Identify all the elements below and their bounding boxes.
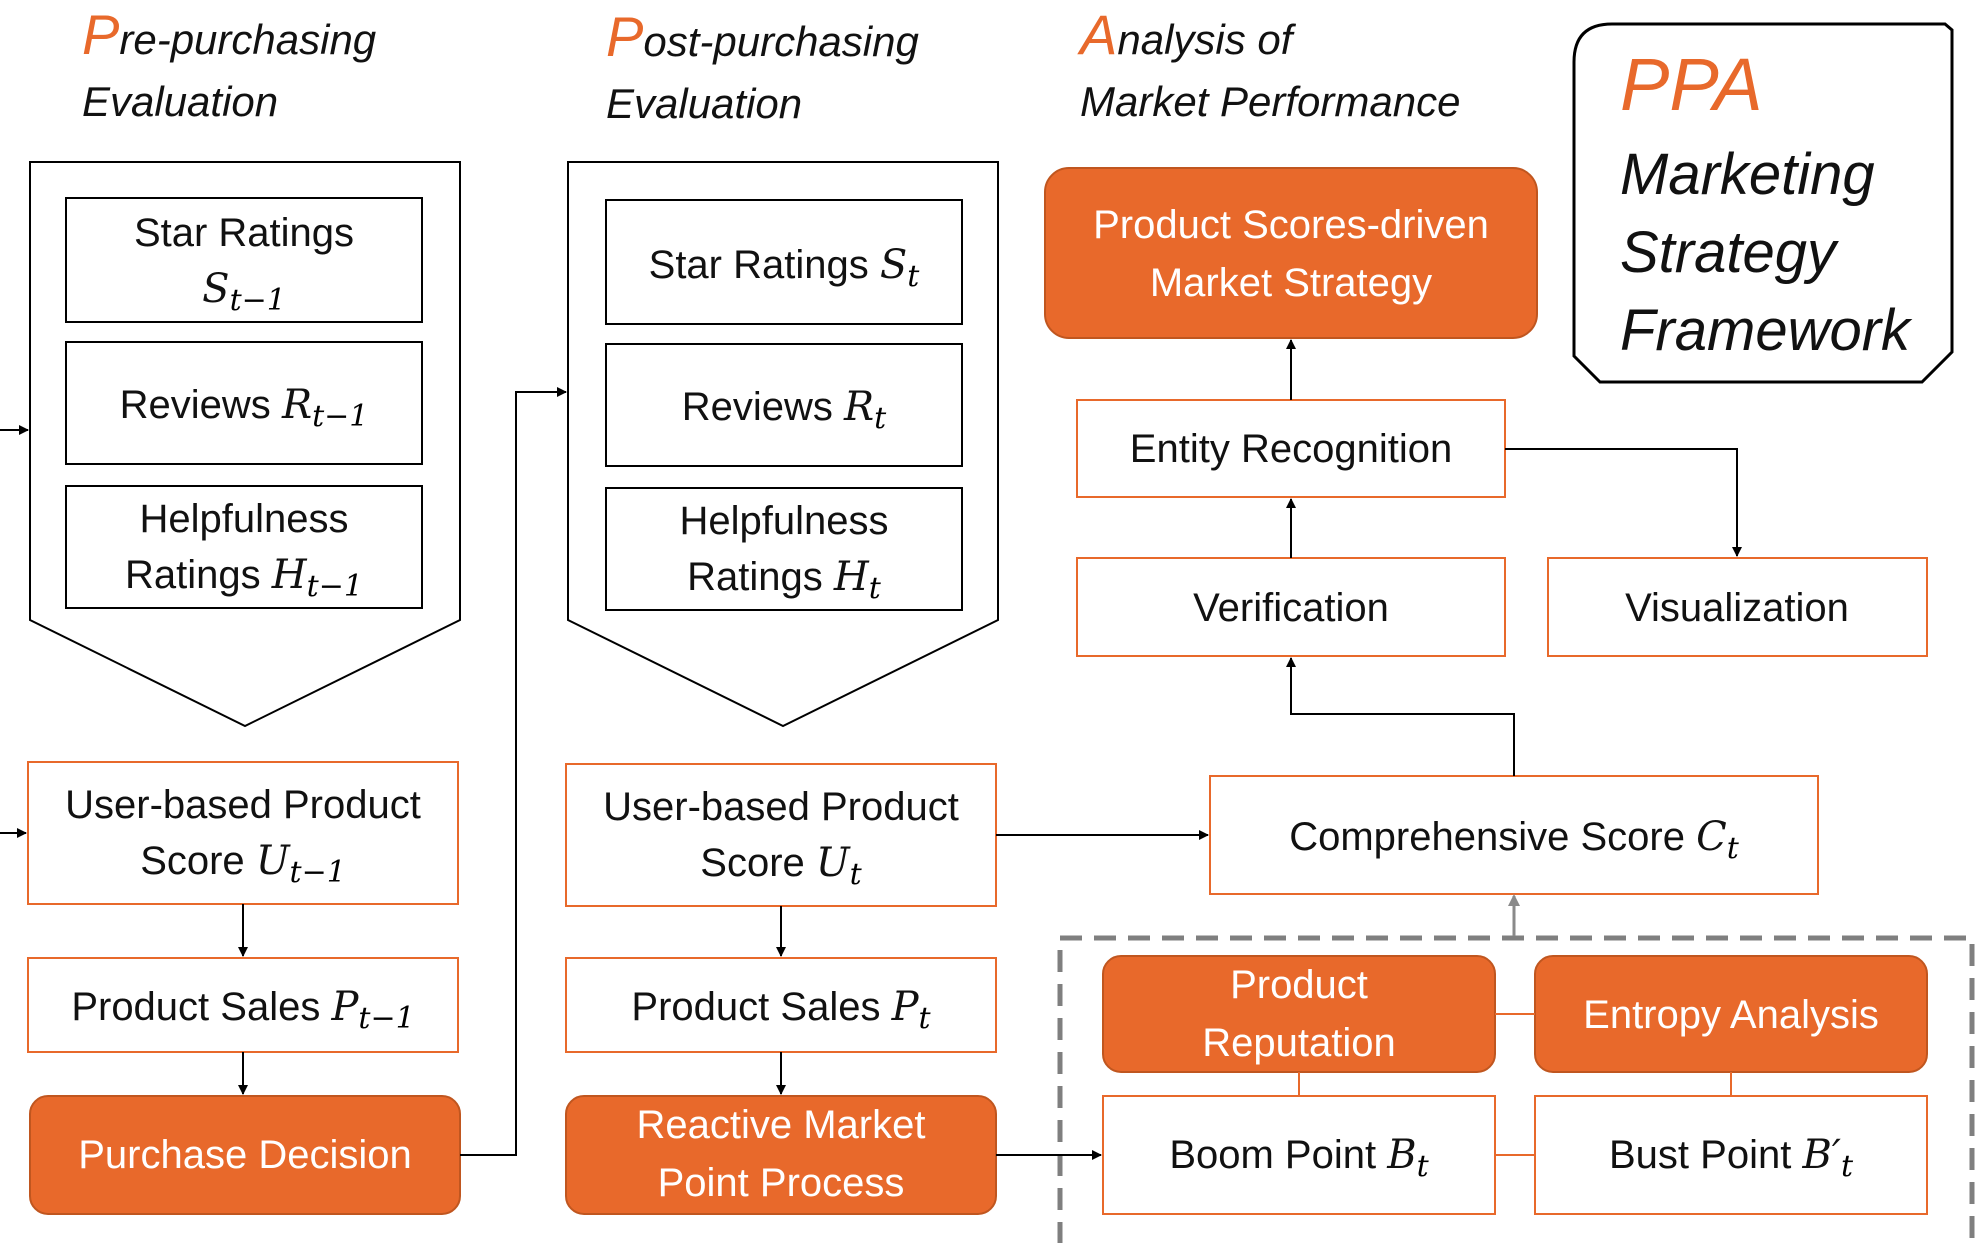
post-user-score-line1: User-based Product (603, 785, 959, 829)
comprehensive-score-box (1209, 775, 1819, 895)
header-post-purchasing-line2: Evaluation (606, 80, 802, 127)
post-helpfulness-line1: Helpfulness (679, 499, 888, 543)
framework-ppa: PPA (1620, 43, 1763, 126)
bust-point-box (1534, 1095, 1928, 1215)
boom-point-text: Boom Point Bt (1169, 1132, 1429, 1184)
post-star-ratings-box (605, 199, 963, 325)
pre-reviews-text: Reviews Rt−1 (120, 382, 369, 434)
pre-star-ratings-label: Star Ratings (134, 211, 354, 255)
bust-point-text: Bust Point B′t (1609, 1132, 1854, 1184)
header-analysis-line2: Market Performance (1080, 78, 1460, 125)
market-strategy-line2: Market Strategy (1150, 261, 1432, 305)
framework-box (1572, 22, 1954, 384)
framework-line2: Strategy (1620, 220, 1839, 285)
pre-star-ratings-box (65, 197, 423, 323)
post-product-sales-box (565, 957, 997, 1053)
comprehensive-score-text: Comprehensive Score Ct (1289, 814, 1739, 866)
pre-helpfulness-line2: Ratings Ht−1 (125, 552, 363, 604)
arrow-entity-to-visualization (1505, 448, 1742, 557)
arrow-decision-to-post-evaluation (460, 387, 567, 1156)
header-post-purchasing: Post-purchasing (606, 5, 919, 68)
framework-line3: Framework (1620, 298, 1913, 363)
reactive-market-line2: Point Process (658, 1161, 905, 1205)
post-helpfulness-line2: Ratings Ht (687, 554, 882, 606)
header-analysis: Analysis of (1077, 3, 1297, 66)
verification-box (1076, 557, 1506, 657)
boom-point-box (1102, 1095, 1496, 1215)
visualization-label: Visualization (1625, 586, 1849, 630)
post-reviews-text: Reviews Rt (682, 384, 887, 436)
entropy-analysis-label: Entropy Analysis (1583, 993, 1879, 1037)
pre-product-sales-text: Product Sales Pt−1 (71, 984, 414, 1036)
pre-star-ratings-var: St−1 (202, 266, 286, 318)
pre-user-score-box (27, 761, 459, 905)
market-strategy-box (1044, 167, 1538, 339)
analysis-group-dashed-box (1057, 935, 1975, 1243)
pre-helpfulness-box (65, 485, 423, 609)
header-pre-purchasing-line2: Evaluation (82, 78, 278, 125)
pre-helpfulness-line1: Helpfulness (139, 497, 348, 541)
entity-recognition-label: Entity Recognition (1130, 427, 1452, 471)
arrow-comprehensive-to-verification (1286, 657, 1515, 776)
purchase-decision-label: Purchase Decision (78, 1133, 412, 1177)
pre-product-sales-box (27, 957, 459, 1053)
pre-user-score-line1: User-based Product (65, 783, 421, 827)
product-reputation-line2: Reputation (1202, 1021, 1395, 1065)
visualization-box (1547, 557, 1928, 657)
post-star-ratings-text: Star Ratings St (649, 242, 921, 294)
pre-reviews-box (65, 341, 423, 465)
post-reviews-box (605, 343, 963, 467)
framework-line1: Marketing (1620, 142, 1875, 207)
post-user-score-box (565, 763, 997, 907)
reactive-market-line1: Reactive Market (637, 1103, 926, 1147)
verification-label: Verification (1193, 586, 1389, 630)
pre-user-score-line2: Score Ut−1 (140, 838, 346, 890)
post-helpfulness-box (605, 487, 963, 611)
market-strategy-line1: Product Scores-driven (1093, 203, 1489, 247)
product-reputation-line1: Product (1230, 963, 1368, 1007)
post-user-score-line2: Score Ut (700, 840, 862, 892)
post-product-sales-text: Product Sales Pt (631, 984, 931, 1036)
header-pre-purchasing: Pre-purchasing (82, 3, 376, 66)
